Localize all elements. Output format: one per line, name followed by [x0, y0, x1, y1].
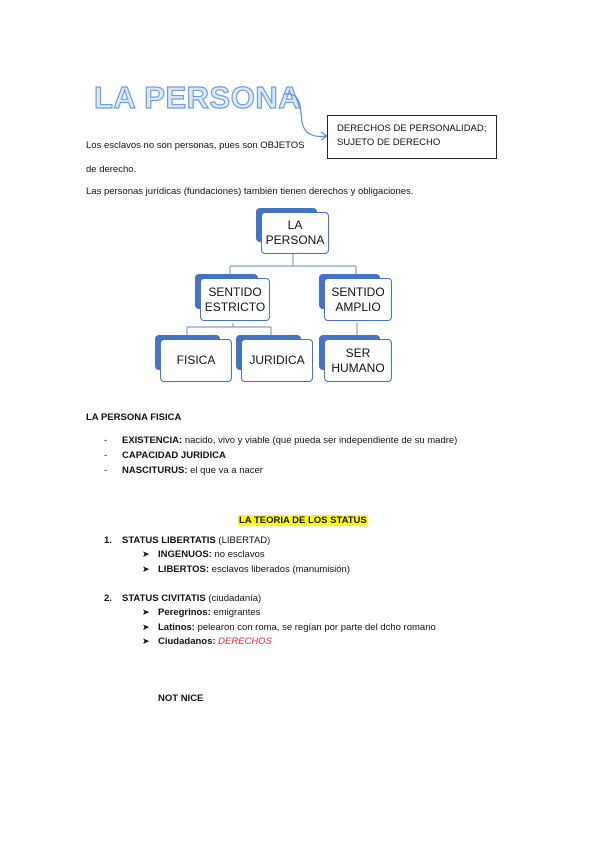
arrow-bullet-icon: ➤	[142, 564, 150, 574]
arrow-bullet-icon: ➤	[142, 636, 150, 646]
callout-line-1: DERECHOS DE PERSONALIDAD;	[337, 123, 487, 134]
list-item: NASCITURUS: el que va a nacer	[122, 465, 263, 476]
intro-line-3: Las personas jurídicas (fundaciones) tam…	[86, 186, 414, 197]
list-item: EXISTENCIA: nacido, vivo y viable (que p…	[122, 435, 458, 446]
status-2-number: 2.	[104, 593, 112, 604]
page-title: LA PERSONA	[93, 79, 302, 115]
list-item: Peregrinos: emigrantes	[158, 607, 261, 618]
list-item: CAPACIDAD JURIDICA	[122, 450, 226, 461]
list-item: LIBERTOS: esclavos liberados (manumisión…	[158, 564, 351, 575]
persona-fisica-heading: LA PERSONA FISICA	[86, 412, 182, 423]
status-heading: LA TEORIA DE LOS STATUS	[238, 515, 368, 526]
list-item: Ciudadanos: DERECHOS	[158, 636, 273, 647]
list-item: INGENUOS: no esclavos	[158, 549, 265, 560]
footer-note: NOT NICE	[158, 693, 204, 704]
diagram-node-juridica: JURIDICA	[236, 335, 313, 382]
arrow-bullet-icon: ➤	[142, 622, 150, 632]
status-1-title: STATUS LIBERTATIS (LIBERTAD)	[122, 535, 271, 546]
diagram-node-fisica: FISICA	[155, 335, 232, 382]
status-2-title: STATUS CIVITATIS (ciudadanía)	[122, 593, 262, 604]
callout-line-2: SUJETO DE DERECHO	[337, 137, 441, 148]
intro-line-1: Los esclavos no son personas, pues son O…	[86, 140, 305, 151]
list-item: Latinos: pelearon con roma, se regían po…	[158, 622, 436, 633]
arrow-bullet-icon: ➤	[142, 549, 150, 559]
intro-line-2: de derecho.	[86, 164, 137, 175]
callout-box: DERECHOS DE PERSONALIDAD; SUJETO DE DERE…	[327, 115, 497, 159]
arrow-bullet-icon: ➤	[142, 607, 150, 617]
diagram-connectors	[186, 254, 358, 336]
status-1-number: 1.	[104, 535, 112, 546]
